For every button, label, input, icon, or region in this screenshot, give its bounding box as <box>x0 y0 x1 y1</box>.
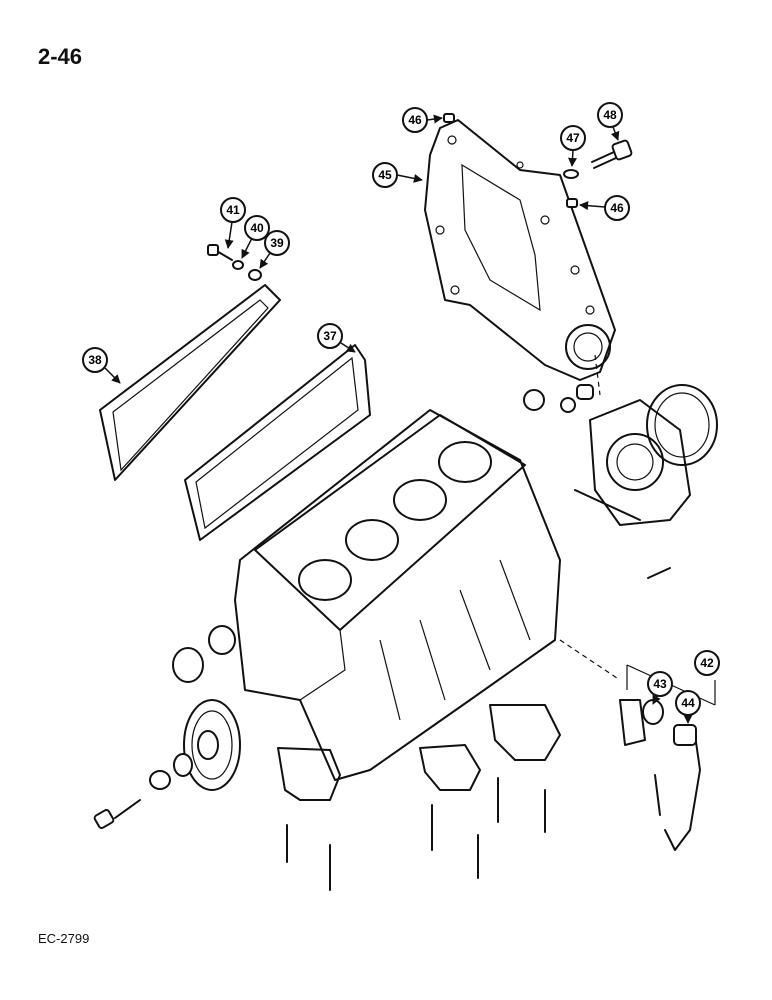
callout-46-right: 46 <box>604 195 630 221</box>
callout-39: 39 <box>264 230 290 256</box>
leader-line <box>559 639 621 681</box>
main-bearing-cap <box>489 704 561 761</box>
callout-44: 44 <box>675 690 701 716</box>
callout-38: 38 <box>82 347 108 373</box>
lock-washer-47 <box>563 169 579 179</box>
washer <box>560 397 576 413</box>
sensor-assembly <box>619 699 701 851</box>
main-bearing-cap <box>277 747 341 801</box>
side-cover-gasket-inner <box>184 344 371 541</box>
dowel-pin <box>566 198 578 208</box>
svg-text:46: 46 <box>408 113 422 127</box>
housing-bolt <box>647 567 671 579</box>
figure-reference-code: EC-2799 <box>38 931 90 946</box>
rear-seal-housing <box>589 399 691 526</box>
page-number: 2-46 <box>38 44 83 69</box>
screw-41 <box>207 244 233 261</box>
svg-text:45: 45 <box>378 168 392 182</box>
svg-text:42: 42 <box>700 656 714 670</box>
svg-text:41: 41 <box>226 203 240 217</box>
callout-37: 37 <box>317 323 343 349</box>
main-bearing-cap <box>419 744 481 791</box>
leader-line <box>594 354 601 396</box>
callout-48: 48 <box>597 102 623 128</box>
seal-strip <box>574 489 641 521</box>
washer-39 <box>248 269 262 281</box>
svg-text:39: 39 <box>270 236 284 250</box>
thrust-washer <box>173 753 193 777</box>
svg-text:44: 44 <box>681 696 695 710</box>
rear-oil-seal <box>654 392 710 458</box>
bolt-48 <box>591 139 633 169</box>
svg-text:38: 38 <box>88 353 102 367</box>
gear-bolt <box>93 799 141 829</box>
washer-40 <box>232 260 244 270</box>
callout-46-top: 46 <box>402 107 428 133</box>
side-cover-gasket-outer <box>99 284 281 481</box>
camshaft-bushing <box>172 647 204 683</box>
plug <box>523 389 545 411</box>
camshaft-bushing <box>208 625 236 655</box>
svg-text:47: 47 <box>566 131 580 145</box>
callout-43: 43 <box>647 671 673 697</box>
camshaft-gear <box>183 699 241 791</box>
nut <box>576 384 594 400</box>
callout-40: 40 <box>244 215 270 241</box>
callout-41: 41 <box>220 197 246 223</box>
svg-text:46: 46 <box>610 201 624 215</box>
svg-text:37: 37 <box>323 329 337 343</box>
spacer-ring <box>149 770 171 790</box>
callout-42: 42 <box>694 650 720 676</box>
rear-oil-seal <box>646 384 718 466</box>
callout-45: 45 <box>372 162 398 188</box>
svg-text:48: 48 <box>603 108 617 122</box>
callout-47: 47 <box>560 125 586 151</box>
bearing-cap-bolts <box>286 777 546 891</box>
svg-text:40: 40 <box>250 221 264 235</box>
dowel-pin <box>443 113 455 123</box>
svg-text:43: 43 <box>653 677 667 691</box>
cylinder-block <box>234 409 561 781</box>
rear-plate <box>424 119 616 381</box>
